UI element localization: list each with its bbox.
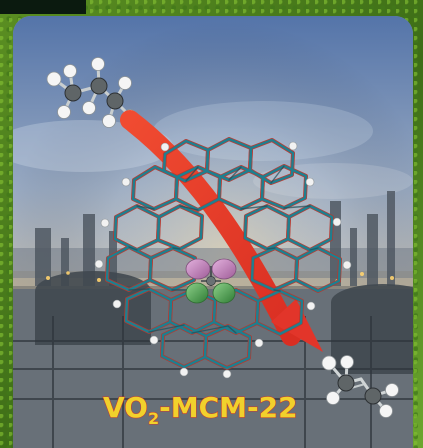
illustration-panel: VO2-MCM-22 bbox=[13, 16, 413, 448]
formula-label: VO2-MCM-22 bbox=[102, 390, 298, 428]
top-band bbox=[0, 0, 86, 14]
svg-text:VO2-MCM-22: VO2-MCM-22 bbox=[103, 391, 298, 428]
illustration-canvas: VO2-MCM-22 bbox=[13, 16, 413, 448]
formula-prefix: VO bbox=[103, 391, 148, 424]
vanadium-oxide-cluster bbox=[185, 258, 237, 304]
ethylene-molecule-icon bbox=[321, 355, 399, 418]
formula-subscript: 2 bbox=[148, 409, 159, 428]
formula-suffix: -MCM-22 bbox=[159, 391, 297, 424]
